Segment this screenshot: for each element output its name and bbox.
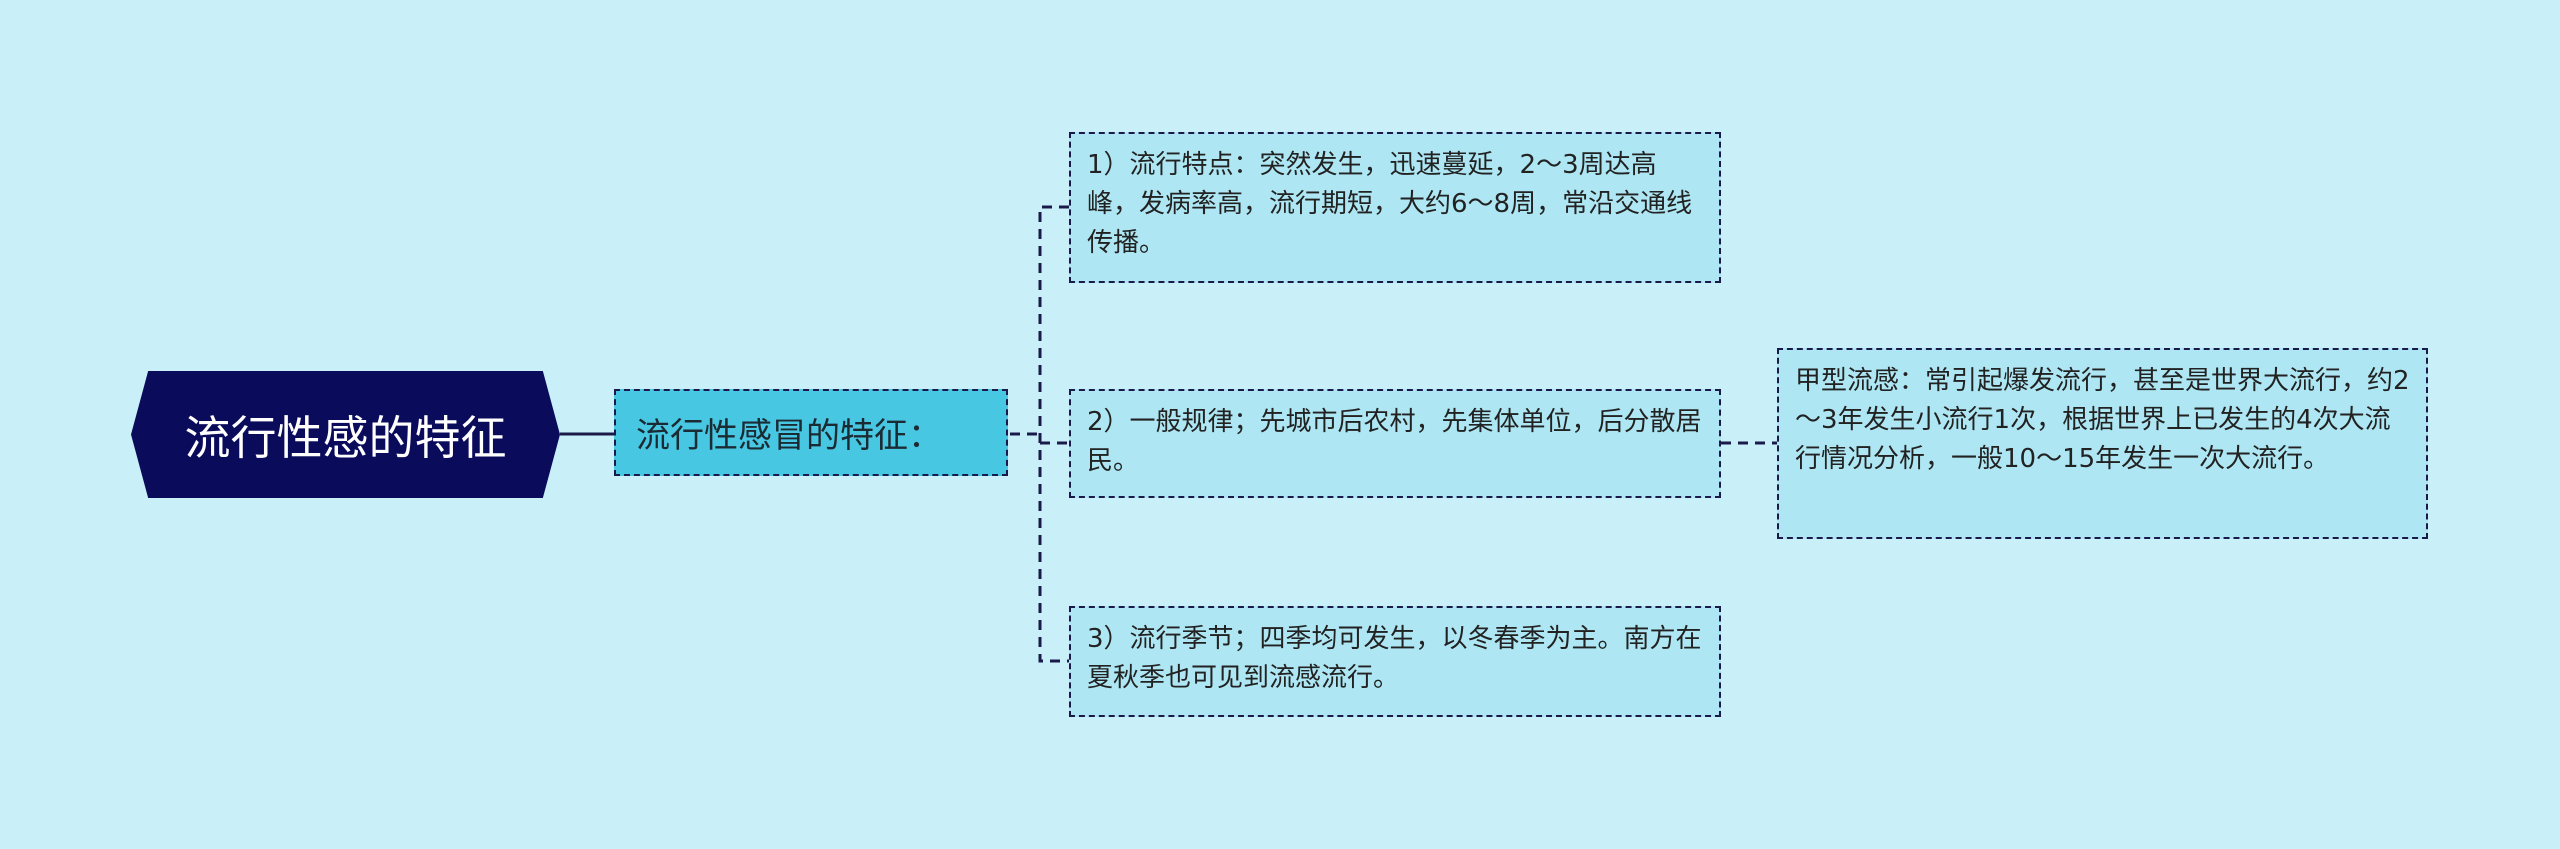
leaf-text: 甲型流感：常引起爆发流行，甚至是世界大流行，约2～3年发生小流行1次，根据世界上… [1795, 366, 2410, 474]
leaf-epidemic-features[interactable]: 1）流行特点：突然发生，迅速蔓延，2～3周达高峰，发病率高，流行期短，大约6～8… [1069, 132, 1721, 283]
leaf-epidemic-season[interactable]: 3）流行季节；四季均可发生，以冬春季为主。南方在夏秋季也可见到流感流行。 [1069, 606, 1721, 717]
leaf-text: 1）流行特点：突然发生，迅速蔓延，2～3周达高峰，发病率高，流行期短，大约6～8… [1087, 150, 1693, 258]
leaf-general-pattern[interactable]: 2）一般规律；先城市后农村，先集体单位，后分散居民。 [1069, 389, 1721, 498]
subtopic-label: 流行性感冒的特征： [636, 416, 942, 456]
leaf-text: 3）流行季节；四季均可发生，以冬春季为主。南方在夏秋季也可见到流感流行。 [1087, 624, 1702, 693]
subtopic-flu-characteristics[interactable]: 流行性感冒的特征： [614, 389, 1008, 476]
leaf-influenza-a[interactable]: 甲型流感：常引起爆发流行，甚至是世界大流行，约2～3年发生小流行1次，根据世界上… [1777, 348, 2428, 539]
root-topic[interactable]: 流行性感的特征 [131, 371, 560, 498]
root-topic-label: 流行性感的特征 [184, 410, 507, 465]
leaf-text: 2）一般规律；先城市后农村，先集体单位，后分散居民。 [1087, 407, 1702, 476]
